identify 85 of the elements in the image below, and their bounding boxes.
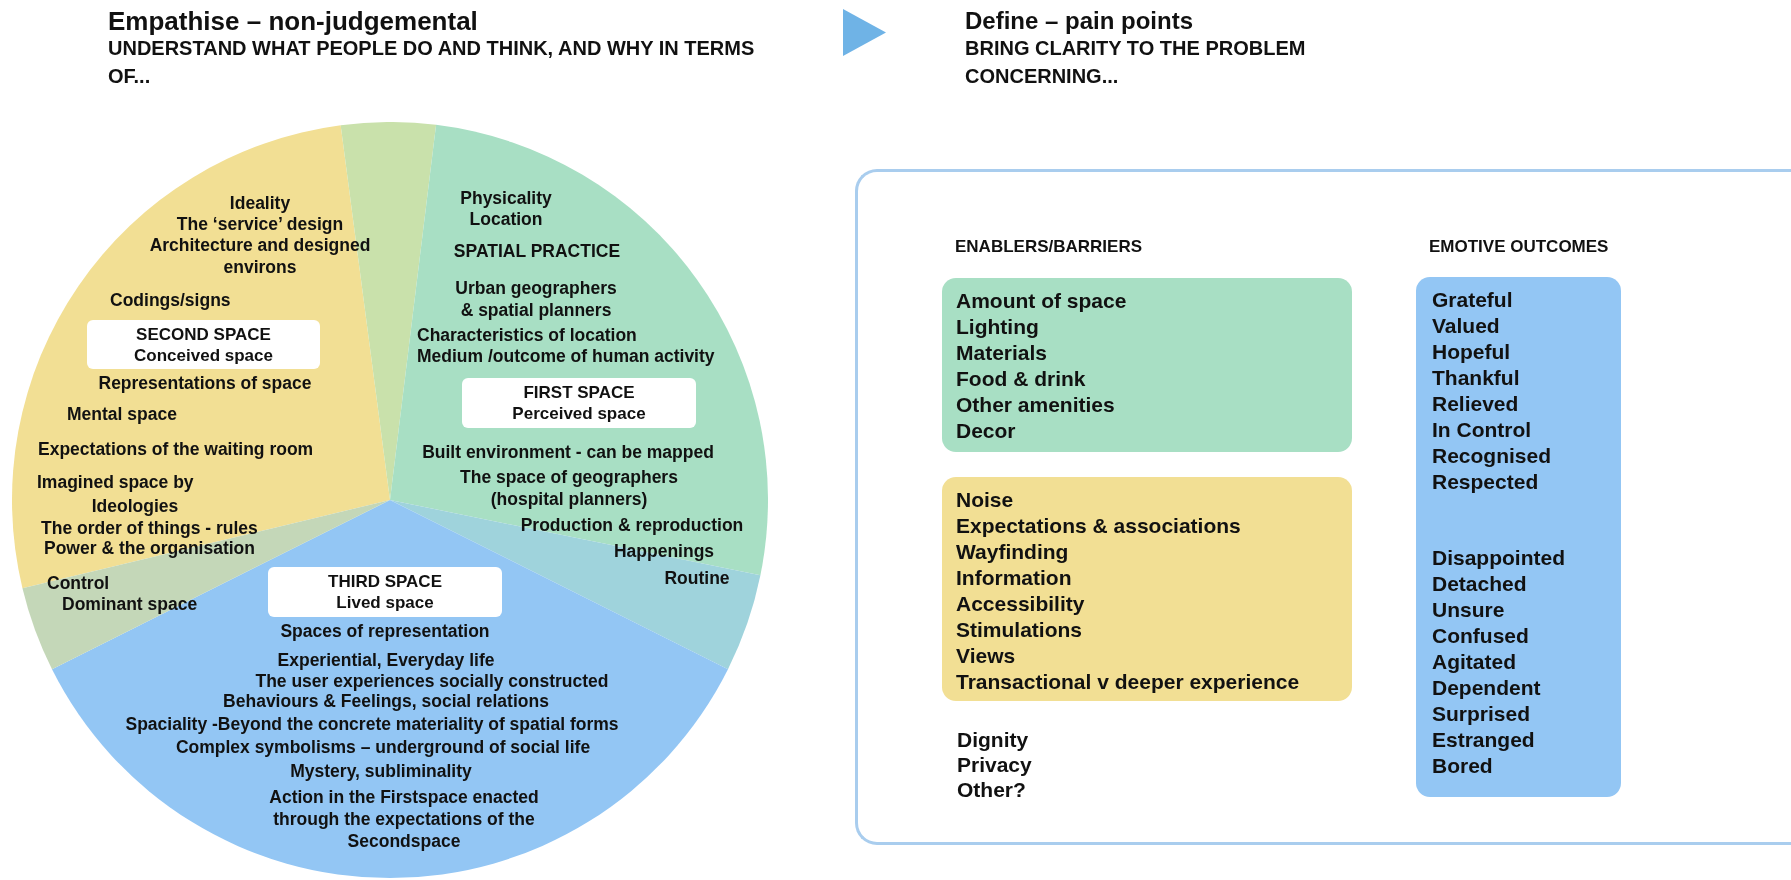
- list-item: Disappointed: [1432, 546, 1565, 570]
- sector-text: Experiential, Everyday life: [276, 649, 496, 671]
- label-box: [87, 320, 320, 369]
- sector-text: Physicality: [459, 187, 553, 209]
- box-heading: SECOND SPACE: [136, 323, 271, 345]
- column-heading: EMOTIVE OUTCOMES: [1429, 236, 1609, 258]
- category-box: [942, 477, 1352, 701]
- list-item: Information: [956, 566, 1072, 590]
- list-item: Stimulations: [956, 618, 1082, 642]
- sector-text: Spaces of representation: [279, 620, 491, 642]
- list-item: Amount of space: [956, 289, 1127, 313]
- sector-text: Spaciality -Beyond the concrete materiality of spatial forms: [124, 713, 620, 735]
- list-item: In Control: [1432, 418, 1532, 442]
- sector-text: Expectations of the waiting room: [38, 438, 314, 460]
- list-item: Expectations & associations: [956, 514, 1241, 538]
- list-item: Recognised: [1432, 444, 1552, 468]
- box-heading: FIRST SPACE: [523, 382, 635, 403]
- label-box: [268, 567, 502, 617]
- list-item: Dependent: [1432, 676, 1541, 700]
- list-item: Agitated: [1432, 650, 1516, 674]
- sector-text: Control: [47, 572, 110, 594]
- list-item: Hopeful: [1432, 340, 1511, 364]
- sector-text: Codings/signs: [110, 289, 231, 311]
- sector-text: Representations of space: [97, 372, 313, 394]
- box-subtitle: Perceived space: [512, 403, 646, 424]
- sector-text: Routine: [663, 567, 731, 589]
- sector-text: Production & reproduction: [519, 514, 745, 536]
- box-heading: THIRD SPACE: [328, 571, 442, 592]
- sector-text: Urban geographers & spatial planners: [454, 277, 618, 321]
- sector-text: Mental space: [67, 403, 177, 425]
- column-heading: ENABLERS/BARRIERS: [955, 236, 1143, 258]
- list-item: Materials: [956, 341, 1048, 365]
- sector-text: Location: [468, 208, 544, 230]
- list-item: Privacy: [957, 753, 1032, 777]
- section-heading: Empathise – non-judgemental: [108, 5, 478, 38]
- sector-text: Architecture and designed environs: [148, 234, 372, 278]
- list-item: Accessibility: [956, 592, 1085, 616]
- list-item: Thankful: [1432, 366, 1520, 390]
- sector-text: Characteristics of location: [417, 324, 637, 346]
- sector-text: Built environment - can be mapped: [421, 441, 715, 463]
- sector-text: The space of geographers (hospital planners): [459, 466, 679, 510]
- list-item: Transactional v deeper experience: [956, 670, 1300, 694]
- sector-text: Power & the organisation: [44, 538, 255, 559]
- list-item: Other?: [957, 778, 1026, 802]
- list-item: Other amenities: [956, 393, 1115, 417]
- list-item: Dignity: [957, 728, 1029, 752]
- list-item: Noise: [956, 488, 1014, 512]
- list-item: Confused: [1432, 624, 1529, 648]
- label-box: [462, 378, 696, 428]
- sector-text: The user experiences socially constructed: [254, 670, 610, 692]
- list-item: Decor: [956, 419, 1016, 443]
- list-item: Grateful: [1432, 288, 1513, 312]
- sector-text: Happenings: [612, 540, 716, 562]
- list-item: Bored: [1432, 754, 1493, 778]
- sector-text: Mystery, subliminality: [289, 760, 473, 782]
- list-item: Surprised: [1432, 702, 1531, 726]
- list-item: Valued: [1432, 314, 1500, 338]
- panel-frame: [855, 169, 1791, 845]
- list-item: Respected: [1432, 470, 1539, 494]
- box-subtitle: Conceived space: [134, 344, 273, 366]
- sector-text: SPATIAL PRACTICE: [452, 240, 622, 262]
- list-item: Lighting: [956, 315, 1039, 339]
- list-item: Relieved: [1432, 392, 1519, 416]
- section-heading: Define – pain points: [965, 6, 1194, 36]
- category-box: [1416, 277, 1621, 797]
- list-item: Estranged: [1432, 728, 1535, 752]
- list-item: Views: [956, 644, 1016, 668]
- sector-text: The order of things - rules: [41, 517, 258, 539]
- sector-text: Behaviours & Feelings, social relations: [222, 691, 550, 712]
- category-box: [942, 278, 1352, 452]
- sector-text: Complex symbolisms – underground of social life: [174, 736, 592, 758]
- sector-text: Ideality: [228, 192, 292, 214]
- section-subheading: BRING CLARITY TO THE PROBLEM CONCERNING...: [965, 36, 1307, 89]
- sector-text: Medium /outcome of human activity: [417, 345, 715, 367]
- list-item: Unsure: [1432, 598, 1505, 622]
- sector-text: Action in the Firstspace enacted through the expectations of the Secondspace: [268, 786, 540, 852]
- list-item: Food & drink: [956, 367, 1086, 391]
- sector-text: Imagined space by: [37, 471, 194, 493]
- sector-text: The ‘service’ design: [175, 213, 345, 235]
- list-item: Detached: [1432, 572, 1527, 596]
- sector-text: Ideologies: [90, 495, 180, 517]
- section-subheading: UNDERSTAND WHAT PEOPLE DO AND THINK, AND WHY IN TERMS OF...: [108, 36, 756, 89]
- list-item: Wayfinding: [956, 540, 1069, 564]
- box-subtitle: Lived space: [336, 592, 434, 613]
- sector-text: Dominant space: [62, 593, 198, 615]
